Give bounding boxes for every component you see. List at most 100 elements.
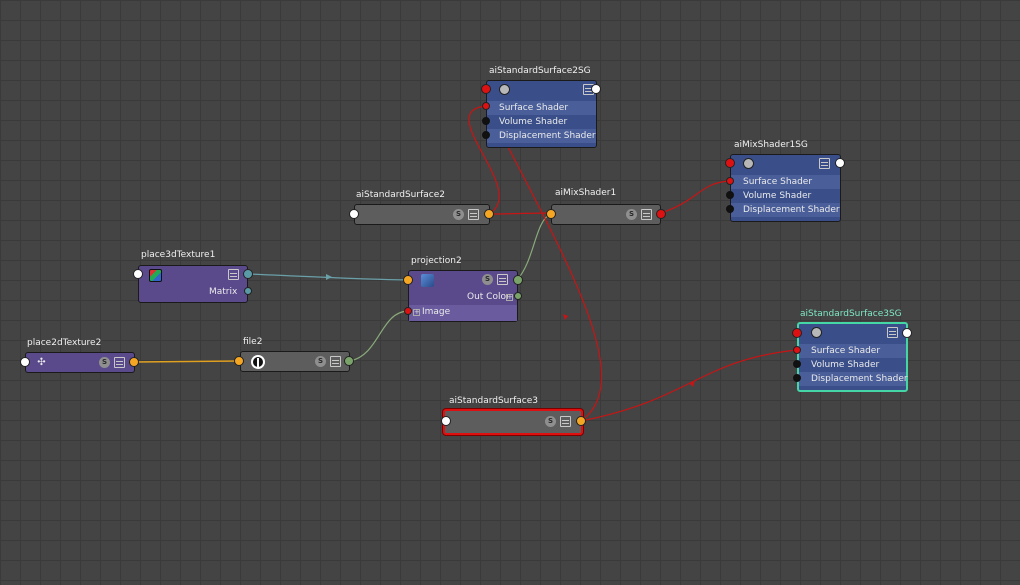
connection-place3d-projection[interactable]	[247, 273, 409, 281]
node-place2dtexture2[interactable]: ✣ S	[25, 352, 135, 373]
port-surface-shader[interactable]	[726, 177, 734, 185]
connection-projection-mixshader[interactable]	[516, 213, 552, 281]
port-input[interactable]	[546, 209, 556, 219]
port-input[interactable]	[441, 416, 451, 426]
swatch-icon[interactable]: S	[545, 416, 556, 427]
port-volume-shader[interactable]	[793, 360, 801, 368]
node-title-aistandardsurface2: aiStandardSurface2	[356, 190, 445, 200]
port-input[interactable]	[349, 209, 359, 219]
menu-icon[interactable]	[330, 356, 341, 367]
port-displacement-shader[interactable]	[482, 131, 490, 139]
port-displacement-shader[interactable]	[793, 374, 801, 382]
output-label-matrix: Matrix	[209, 287, 238, 297]
port-input[interactable]	[133, 269, 143, 279]
port-output-sg[interactable]	[591, 84, 601, 94]
node-aistandardsurface2[interactable]: S	[354, 204, 490, 225]
node-title-aistandardsurface2sg: aiStandardSurface2SG	[489, 66, 591, 76]
swatch-icon[interactable]: S	[99, 357, 110, 368]
input-volume-shader[interactable]: Volume Shader	[499, 117, 568, 127]
swatch-icon[interactable]: S	[626, 209, 637, 220]
node-aimixshader1[interactable]: S	[551, 204, 661, 225]
input-row-image[interactable]: + Image	[409, 305, 517, 321]
shading-group-icon	[743, 158, 754, 169]
cube-texture-icon	[149, 269, 162, 282]
input-displacement-shader[interactable]: Displacement Shader	[487, 129, 596, 143]
shading-group-icon	[811, 327, 822, 338]
shading-group-icon	[499, 84, 510, 95]
port-output[interactable]	[129, 357, 139, 367]
file-icon	[251, 355, 265, 369]
input-displacement-shader[interactable]: Displacement Shader	[731, 203, 840, 217]
menu-icon[interactable]	[468, 209, 479, 220]
swatch-icon[interactable]: S	[482, 274, 493, 285]
menu-icon[interactable]	[228, 269, 239, 280]
connection-arrow	[690, 380, 695, 387]
node-title-aimixshader1: aiMixShader1	[555, 188, 617, 198]
port-out-color[interactable]	[514, 292, 522, 300]
connection-arrow	[326, 274, 332, 280]
port-output[interactable]	[484, 209, 494, 219]
port-displacement-shader[interactable]	[726, 205, 734, 213]
connection-arrow	[563, 314, 568, 320]
node-title-file2: file2	[243, 337, 263, 347]
node-title-aimixshader1sg: aiMixShader1SG	[734, 140, 808, 150]
port-volume-shader[interactable]	[482, 117, 490, 125]
connection-surface3-sg2[interactable]	[486, 105, 603, 422]
port-input[interactable]	[20, 357, 30, 367]
input-surface-shader[interactable]: Surface Shader	[487, 101, 596, 115]
node-aistandardsurface3[interactable]: S	[443, 409, 583, 435]
swatch-icon[interactable]: S	[453, 209, 464, 220]
node-aistandardsurface3sg[interactable]: Surface Shader Volume Shader Displacemen…	[797, 322, 908, 392]
port-input-sg[interactable]	[725, 158, 735, 168]
node-aistandardsurface2sg[interactable]: Surface Shader Volume Shader Displacemen…	[486, 80, 597, 148]
node-projection2[interactable]: S Out Color + + Image	[408, 270, 518, 322]
port-output[interactable]	[243, 269, 253, 279]
output-label-out-color: Out Color	[467, 292, 510, 302]
menu-icon[interactable]	[887, 327, 898, 338]
connection-file2-projection[interactable]	[349, 310, 409, 362]
port-output-sg[interactable]	[835, 158, 845, 168]
menu-icon[interactable]	[641, 209, 652, 220]
input-volume-shader[interactable]: Volume Shader	[743, 191, 812, 201]
node-aimixshader1sg[interactable]: Surface Shader Volume Shader Displacemen…	[730, 154, 841, 222]
node-title-aistandardsurface3: aiStandardSurface3	[449, 396, 538, 406]
input-displacement-shader[interactable]: Displacement Shader	[799, 372, 908, 386]
expand-out-color-icon[interactable]: +	[506, 293, 513, 301]
input-volume-shader[interactable]: Volume Shader	[811, 360, 880, 370]
port-output[interactable]	[656, 209, 666, 219]
node-title-place2dtexture2: place2dTexture2	[27, 338, 102, 348]
port-matrix[interactable]	[244, 287, 252, 295]
node-file2[interactable]: S	[240, 351, 350, 372]
connection-surface2-sg[interactable]	[468, 105, 500, 215]
port-input-sg[interactable]	[481, 84, 491, 94]
port-output-sg[interactable]	[902, 328, 912, 338]
expand-image-icon[interactable]: +	[413, 308, 420, 316]
port-image[interactable]	[404, 307, 412, 315]
port-surface-shader[interactable]	[482, 102, 490, 110]
place2d-icon: ✣	[37, 357, 46, 368]
input-surface-shader[interactable]: Surface Shader	[731, 175, 840, 189]
menu-icon[interactable]	[819, 158, 830, 169]
node-title-aistandardsurface3sg: aiStandardSurface3SG	[800, 309, 902, 319]
connection-mixshader-sg[interactable]	[660, 180, 732, 214]
port-input[interactable]	[403, 275, 413, 285]
input-surface-shader[interactable]: Surface Shader	[799, 344, 906, 358]
node-title-place3dtexture1: place3dTexture1	[141, 250, 216, 260]
menu-icon[interactable]	[497, 274, 508, 285]
node-place3dtexture1[interactable]: Matrix	[138, 265, 248, 303]
port-output[interactable]	[344, 356, 354, 366]
connection-surface2-mixshader[interactable]	[488, 212, 552, 215]
port-volume-shader[interactable]	[726, 191, 734, 199]
swatch-icon[interactable]: S	[315, 356, 326, 367]
connection-surface3-sg3[interactable]	[580, 349, 798, 422]
port-surface-shader[interactable]	[793, 346, 801, 354]
connection-place2d-file2[interactable]	[133, 360, 240, 363]
port-output[interactable]	[513, 275, 523, 285]
node-title-projection2: projection2	[411, 256, 462, 266]
port-output[interactable]	[576, 416, 586, 426]
menu-icon[interactable]	[560, 416, 571, 427]
menu-icon[interactable]	[114, 357, 125, 368]
port-input-sg[interactable]	[792, 328, 802, 338]
port-input[interactable]	[234, 356, 244, 366]
